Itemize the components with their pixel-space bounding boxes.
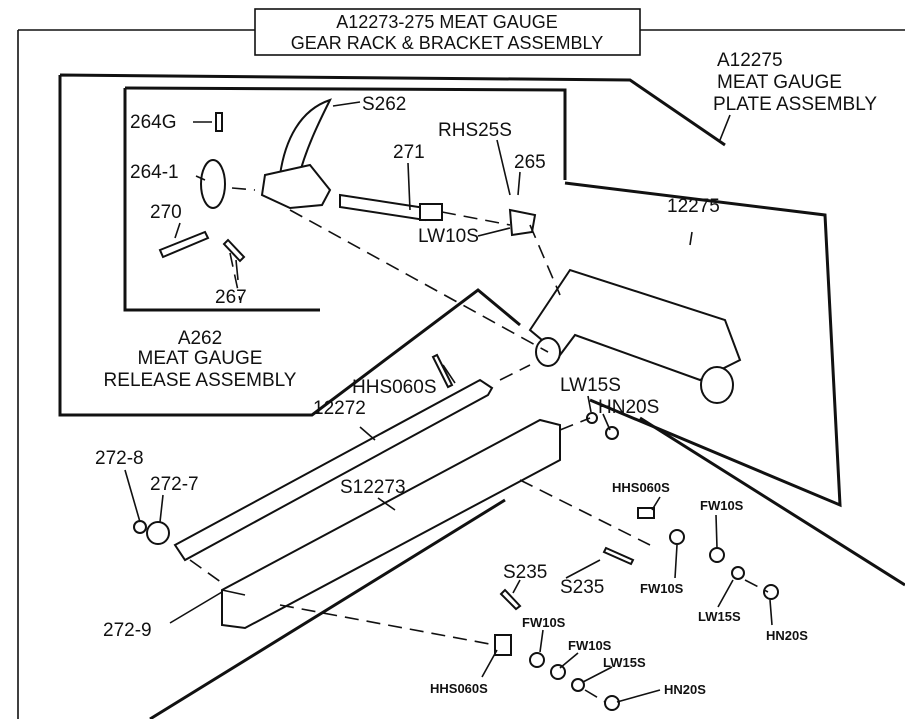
title-box [254, 8, 641, 56]
gear-272-7 [146, 521, 170, 545]
label-lw15s-right: LW15S [698, 609, 741, 624]
assembly-line-1 [231, 187, 256, 191]
assembly-line-8 [279, 604, 496, 646]
label-270: 270 [150, 202, 182, 223]
assembly-line-9 [189, 559, 226, 586]
label-264g: 264G [130, 112, 176, 133]
label-272-9: 272-9 [103, 620, 152, 641]
release-sub-box [123, 86, 567, 312]
lower-outline [149, 416, 905, 719]
pin-s235-right [602, 546, 635, 566]
pin-s235-left [499, 588, 522, 611]
label-fw10s-bottom-2: FW10S [568, 638, 612, 653]
outer-frame [17, 29, 905, 719]
label-12272: 12272 [313, 398, 366, 419]
shaft-271-end [419, 203, 443, 221]
pin-264g [215, 112, 223, 132]
bolt-hhs060s-bottom [494, 634, 512, 656]
label-fw10s-upper: FW10S [700, 498, 744, 513]
label-hhs060s-right: HHS060S [612, 480, 670, 495]
bracket-s12273-edge [221, 589, 246, 596]
label-s12273: S12273 [340, 477, 406, 498]
lockwasher-lw15s-top [586, 412, 598, 424]
label-hhs060s-bottom: HHS060S [430, 681, 488, 696]
s262-lever [278, 98, 332, 182]
title-line-2: GEAR RACK & BRACKET ASSEMBLY [291, 33, 603, 53]
label-fw10s-lower: FW10S [640, 581, 684, 596]
assembly-line-5 [229, 252, 241, 301]
label-264-1: 264-1 [130, 162, 179, 183]
gear-rack-12272 [173, 378, 494, 562]
bracket-265 [508, 208, 537, 237]
label-lw10s: LW10S [418, 226, 479, 247]
release-assembly-line-1: A262 [178, 328, 222, 349]
leader-lines [124, 101, 773, 703]
lockwasher-lw15s-bottom [571, 678, 585, 692]
label-fw10s-bottom-1: FW10S [522, 615, 566, 630]
release-assembly-region [58, 73, 726, 417]
washer-fw10s-4 [550, 664, 566, 680]
rod-270 [158, 230, 210, 259]
assembly-line-3 [441, 211, 511, 226]
nut-hn20s-top [605, 426, 619, 440]
plate-assembly-panel [564, 181, 842, 508]
label-s235-upper: S235 [503, 562, 547, 583]
assembly-line-11 [744, 579, 769, 593]
nut-hn20s-bottom [604, 695, 620, 711]
shaft-271 [339, 193, 426, 222]
label-hn20s-top: HN20S [598, 397, 659, 418]
assembly-line-12 [584, 689, 606, 703]
washer-fw10s-1 [669, 529, 685, 545]
bolt-hhs060s-top [431, 353, 454, 389]
plate-12275-arm [528, 268, 742, 382]
plate-assembly-line-3: PLATE ASSEMBLY [713, 94, 877, 115]
assembly-line-7 [519, 479, 651, 546]
label-rhs25s: RHS25S [438, 120, 512, 141]
label-272-7: 272-7 [150, 474, 199, 495]
nut-hn20s-right [763, 584, 779, 600]
label-lw15s-bottom: LW15S [603, 655, 646, 670]
washer-fw10s-2 [709, 547, 725, 563]
assembly-line-2 [289, 209, 549, 353]
plate-assembly-line-2: MEAT GAUGE [717, 72, 842, 93]
pin-267 [222, 238, 246, 263]
release-body [260, 163, 332, 210]
label-272-8: 272-8 [95, 448, 144, 469]
label-267: 267 [215, 287, 247, 308]
nut-272-8 [133, 520, 147, 534]
label-265: 265 [514, 152, 546, 173]
release-assembly-line-2: MEAT GAUGE [138, 348, 263, 369]
assembly-line-6 [499, 364, 531, 381]
label-hn20s-right: HN20S [766, 628, 808, 643]
label-hhs060s-top: HHS060S [352, 377, 437, 398]
label-s262: S262 [362, 94, 406, 115]
label-hn20s-bottom: HN20S [664, 682, 706, 697]
lockwasher-lw15s-right [731, 566, 745, 580]
label-12275: 12275 [667, 196, 720, 217]
label-271: 271 [393, 142, 425, 163]
release-assembly-line-3: RELEASE ASSEMBLY [104, 370, 297, 391]
knob-264-1 [200, 159, 226, 209]
assembly-line-4 [529, 224, 561, 296]
bolt-hhs060s-right [637, 507, 655, 519]
title-line-1: A12273-275 MEAT GAUGE [336, 12, 557, 32]
plate-12275-roller [700, 366, 734, 404]
bracket-s12273 [221, 418, 561, 630]
label-s235-lower: S235 [560, 577, 604, 598]
washer-fw10s-3 [529, 652, 545, 668]
label-lw15s-top: LW15S [560, 375, 621, 396]
assembly-line-10 [559, 417, 591, 431]
plate-assembly-line-1: A12275 [717, 50, 783, 71]
